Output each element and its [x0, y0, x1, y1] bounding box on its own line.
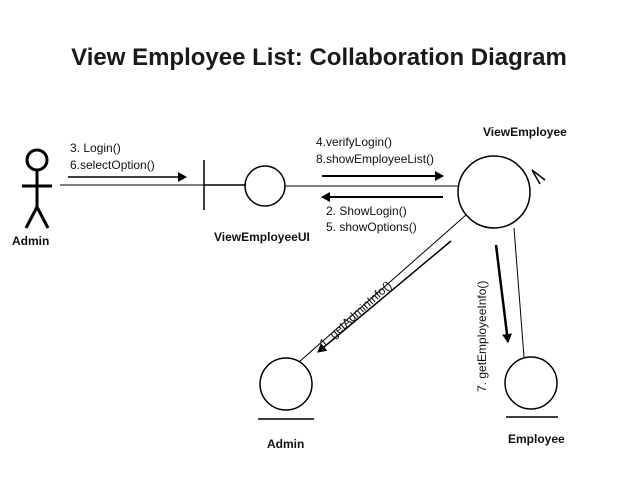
link-controller-admin — [298, 214, 467, 363]
message-label: 3. Login() — [70, 141, 121, 155]
message-label: 6.selectOption() — [70, 158, 155, 172]
object-label-view-employee: ViewEmployee — [483, 125, 567, 139]
actor-label: Admin — [12, 234, 50, 248]
object-label-admin: Admin — [267, 437, 305, 451]
message-label: 7. getEmployeeInfo() — [475, 280, 489, 392]
boundary-object-icon — [203, 160, 286, 210]
message-label: 2. ShowLogin() — [326, 204, 407, 218]
arrow-controller-to-employee — [494, 244, 512, 343]
arrow-controller-to-admin — [317, 240, 452, 353]
message-label: 5. showOptions() — [326, 220, 417, 234]
actor-stick-figure-icon — [22, 148, 52, 229]
entity-admin-icon — [258, 357, 314, 420]
object-label-view-employee-ui: ViewEmployeeUI — [214, 230, 310, 244]
link-controller-employee — [513, 227, 525, 358]
object-label-employee: Employee — [508, 432, 565, 446]
message-label: 8.showEmployeeList() — [316, 152, 435, 166]
message-label: 4.verifyLogin() — [316, 135, 393, 149]
diagram-title: View Employee List: Collaboration Diagra… — [71, 44, 567, 71]
control-object-icon — [457, 155, 546, 229]
entity-employee-icon — [504, 356, 558, 418]
association-links — [60, 184, 525, 363]
